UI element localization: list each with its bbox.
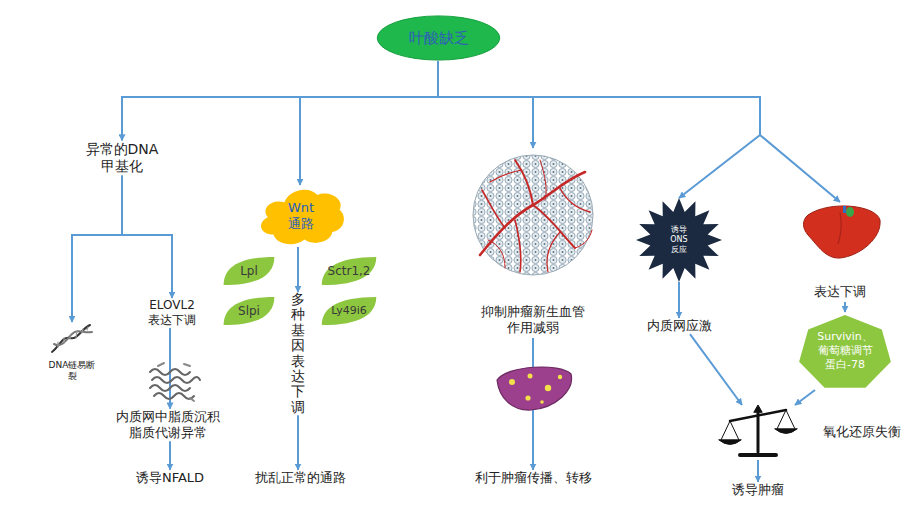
arrow-connector <box>795 390 815 405</box>
outcome-text: 利于肿瘤传播、转移 <box>475 470 592 486</box>
protein-heptagon: Survivin、葡萄糖调节蛋白-78 <box>797 312 893 390</box>
pathway-cloud: Wnt 通路 <box>255 185 347 247</box>
node-label: 内质网中脂质沉积 脂质代谢异常 <box>113 409 223 442</box>
node-label: 氧化还原失衡 <box>823 424 901 440</box>
outcome-text: 扰乱正常的通路 <box>255 470 346 486</box>
node-label: ELOVL2 表达下调 <box>144 298 200 328</box>
leaf-shape <box>322 257 377 285</box>
tumor-illustration <box>473 155 593 275</box>
liver-illustration <box>804 206 881 258</box>
node-label: Sctr1,2 <box>328 264 371 279</box>
liver-metastasis-illustration <box>497 367 572 410</box>
arrow-connector <box>300 61 438 185</box>
arrow-connector <box>757 460 759 482</box>
gene-leaf: Ly49i6 <box>320 296 378 326</box>
arrow-connector <box>169 328 171 409</box>
process-text: 内质网应激 <box>647 318 712 334</box>
outcome-text: 氧化还原失衡 <box>722 405 907 460</box>
node-label: 诱导NFALD <box>136 470 204 486</box>
leaf-shape <box>224 257 275 285</box>
cloud-shape <box>261 190 344 245</box>
arrow-connector <box>297 247 299 292</box>
process-text: ELOVL2 表达下调 <box>144 298 200 328</box>
arrow-connector <box>169 441 171 470</box>
node-label: Survivin、葡萄糖调节蛋白-78 <box>813 330 877 371</box>
vertical-text: 多种基因表达下调 <box>291 292 305 415</box>
arrow-connector <box>690 334 742 405</box>
node-label: Slpi <box>238 304 260 319</box>
endoplasmic-reticulum-icon <box>150 363 200 401</box>
node-label: 多种基因表达下调 <box>291 292 305 415</box>
gene-leaf: Slpi <box>222 296 276 326</box>
gene-leaf: Sctr1,2 <box>320 256 378 286</box>
outcome-text: 诱导NFALD <box>136 470 204 486</box>
node-label: 表达下调 <box>814 284 866 300</box>
node-label: Ly49i6 <box>331 304 367 318</box>
dna-icon <box>52 325 92 352</box>
node-label: DNA链易断裂 <box>48 360 96 383</box>
stress-star: 诱导 ONS 反应 <box>636 198 722 282</box>
node-label: 抑制肿瘤新生血管作用减弱 <box>479 304 587 337</box>
start-ellipse: 叶酸缺乏 <box>376 15 501 61</box>
arrow-connector <box>72 176 122 323</box>
node-label: 诱导肿瘤 <box>732 482 784 498</box>
outcome-text: DNA链易断裂 <box>38 322 106 384</box>
outcome-text: 诱导肿瘤 <box>732 482 784 498</box>
arrow-connector <box>844 302 846 312</box>
arrow-connector <box>678 282 680 318</box>
node-label: Lpl <box>240 264 258 279</box>
ellipse-shape <box>377 16 500 60</box>
gene-leaf: Lpl <box>222 256 276 286</box>
node-label: 利于肿瘤传播、转移 <box>475 470 592 486</box>
process-text: 内质网中脂质沉积 脂质代谢异常 <box>113 409 223 442</box>
node-label: 异常的DNA 甲基化 <box>81 141 163 176</box>
process-text: 抑制肿瘤新生血管作用减弱 <box>468 148 598 338</box>
node-label: 内质网应激 <box>647 318 712 334</box>
leaf-shape <box>322 297 377 325</box>
node-label: 叶酸缺乏 <box>409 29 469 48</box>
leaf-shape <box>224 297 275 325</box>
node-label: 扰乱正常的通路 <box>255 470 346 486</box>
arrow-connector <box>438 61 533 148</box>
hept-shape <box>799 315 891 388</box>
node-label: Wnt 通路 <box>284 200 318 233</box>
node-label: 诱导 ONS 反应 <box>667 225 691 255</box>
process-text: 异常的DNA 甲基化 <box>81 141 163 176</box>
arrow-connector <box>122 176 172 299</box>
balance-scale-icon <box>719 405 797 455</box>
arrow-connector <box>297 415 299 470</box>
process-text: 表达下调 <box>795 202 885 302</box>
arrow-connector <box>122 61 438 141</box>
star-shape <box>636 198 722 282</box>
